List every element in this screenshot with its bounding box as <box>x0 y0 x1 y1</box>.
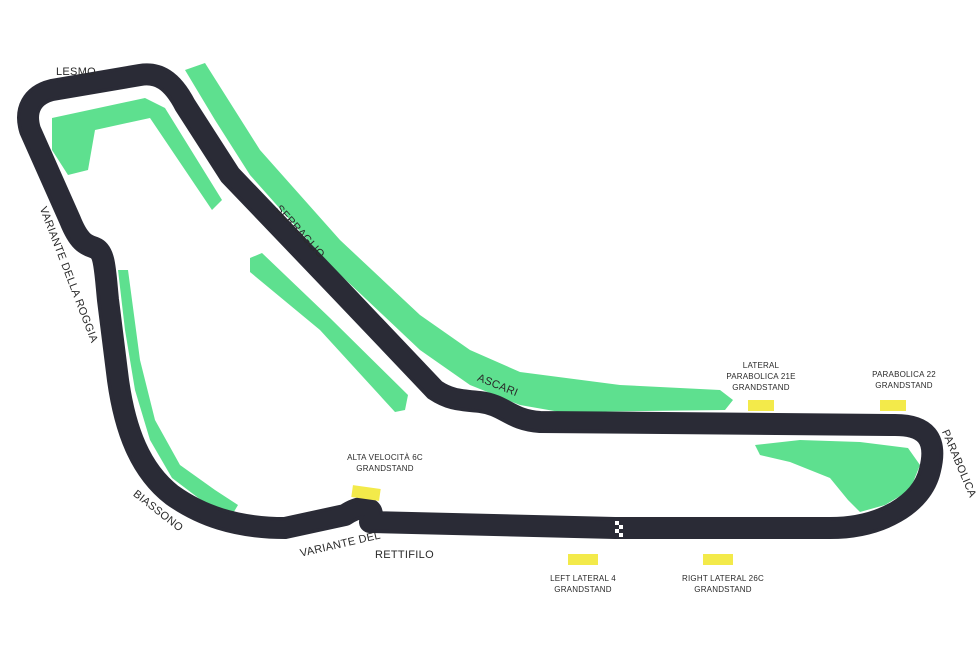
corner-label-lesmo: LESMO <box>56 66 97 78</box>
grandstand-name-2: PARABOLICA 21E <box>726 372 796 381</box>
grandstand-marker-parabolica-22[interactable] <box>880 400 906 411</box>
start-finish-line <box>615 521 623 537</box>
race-track <box>20 66 940 536</box>
grandstand-type: GRANDSTAND <box>875 381 933 390</box>
grandstand-type: GRANDSTAND <box>554 585 612 594</box>
infield-biassono <box>118 270 238 515</box>
grandstand-marker-lateral-parabolica[interactable] <box>748 400 774 411</box>
grandstand-marker-right-lateral[interactable] <box>703 554 733 565</box>
grandstand-markers <box>351 400 906 565</box>
grandstand-marker-left-lateral[interactable] <box>568 554 598 565</box>
grandstand-label-left-lateral: LEFT LATERAL 4 GRANDSTAND <box>533 573 633 595</box>
grandstand-type: GRANDSTAND <box>356 464 414 473</box>
grandstand-label-parabolica-22: PARABOLICA 22 GRANDSTAND <box>854 369 954 391</box>
grandstand-name: LATERAL <box>742 361 780 370</box>
grandstand-name: PARABOLICA 22 <box>872 370 936 379</box>
grandstand-name: ALTA VELOCITÀ 6C <box>347 453 423 462</box>
grandstand-type: GRANDSTAND <box>694 585 752 594</box>
infield-strip-middle <box>250 253 408 412</box>
infield-parabolica <box>755 440 920 512</box>
grandstand-name: LEFT LATERAL 4 <box>550 574 616 583</box>
corner-label-rettifilo: RETTIFILO <box>375 549 434 561</box>
grandstand-type: GRANDSTAND <box>732 383 790 392</box>
grandstand-label-alta-velocita: ALTA VELOCITÀ 6C GRANDSTAND <box>330 452 440 474</box>
infield-areas <box>52 63 920 515</box>
infield-serraglio-outer <box>185 63 733 412</box>
grandstand-label-right-lateral: RIGHT LATERAL 26C GRANDSTAND <box>668 573 778 595</box>
grandstand-label-lateral-parabolica: LATERAL PARABOLICA 21E GRANDSTAND <box>711 360 811 393</box>
grandstand-marker-alta-velocita[interactable] <box>351 485 381 501</box>
infield-lesmo <box>52 98 222 210</box>
grandstand-name: RIGHT LATERAL 26C <box>682 574 764 583</box>
